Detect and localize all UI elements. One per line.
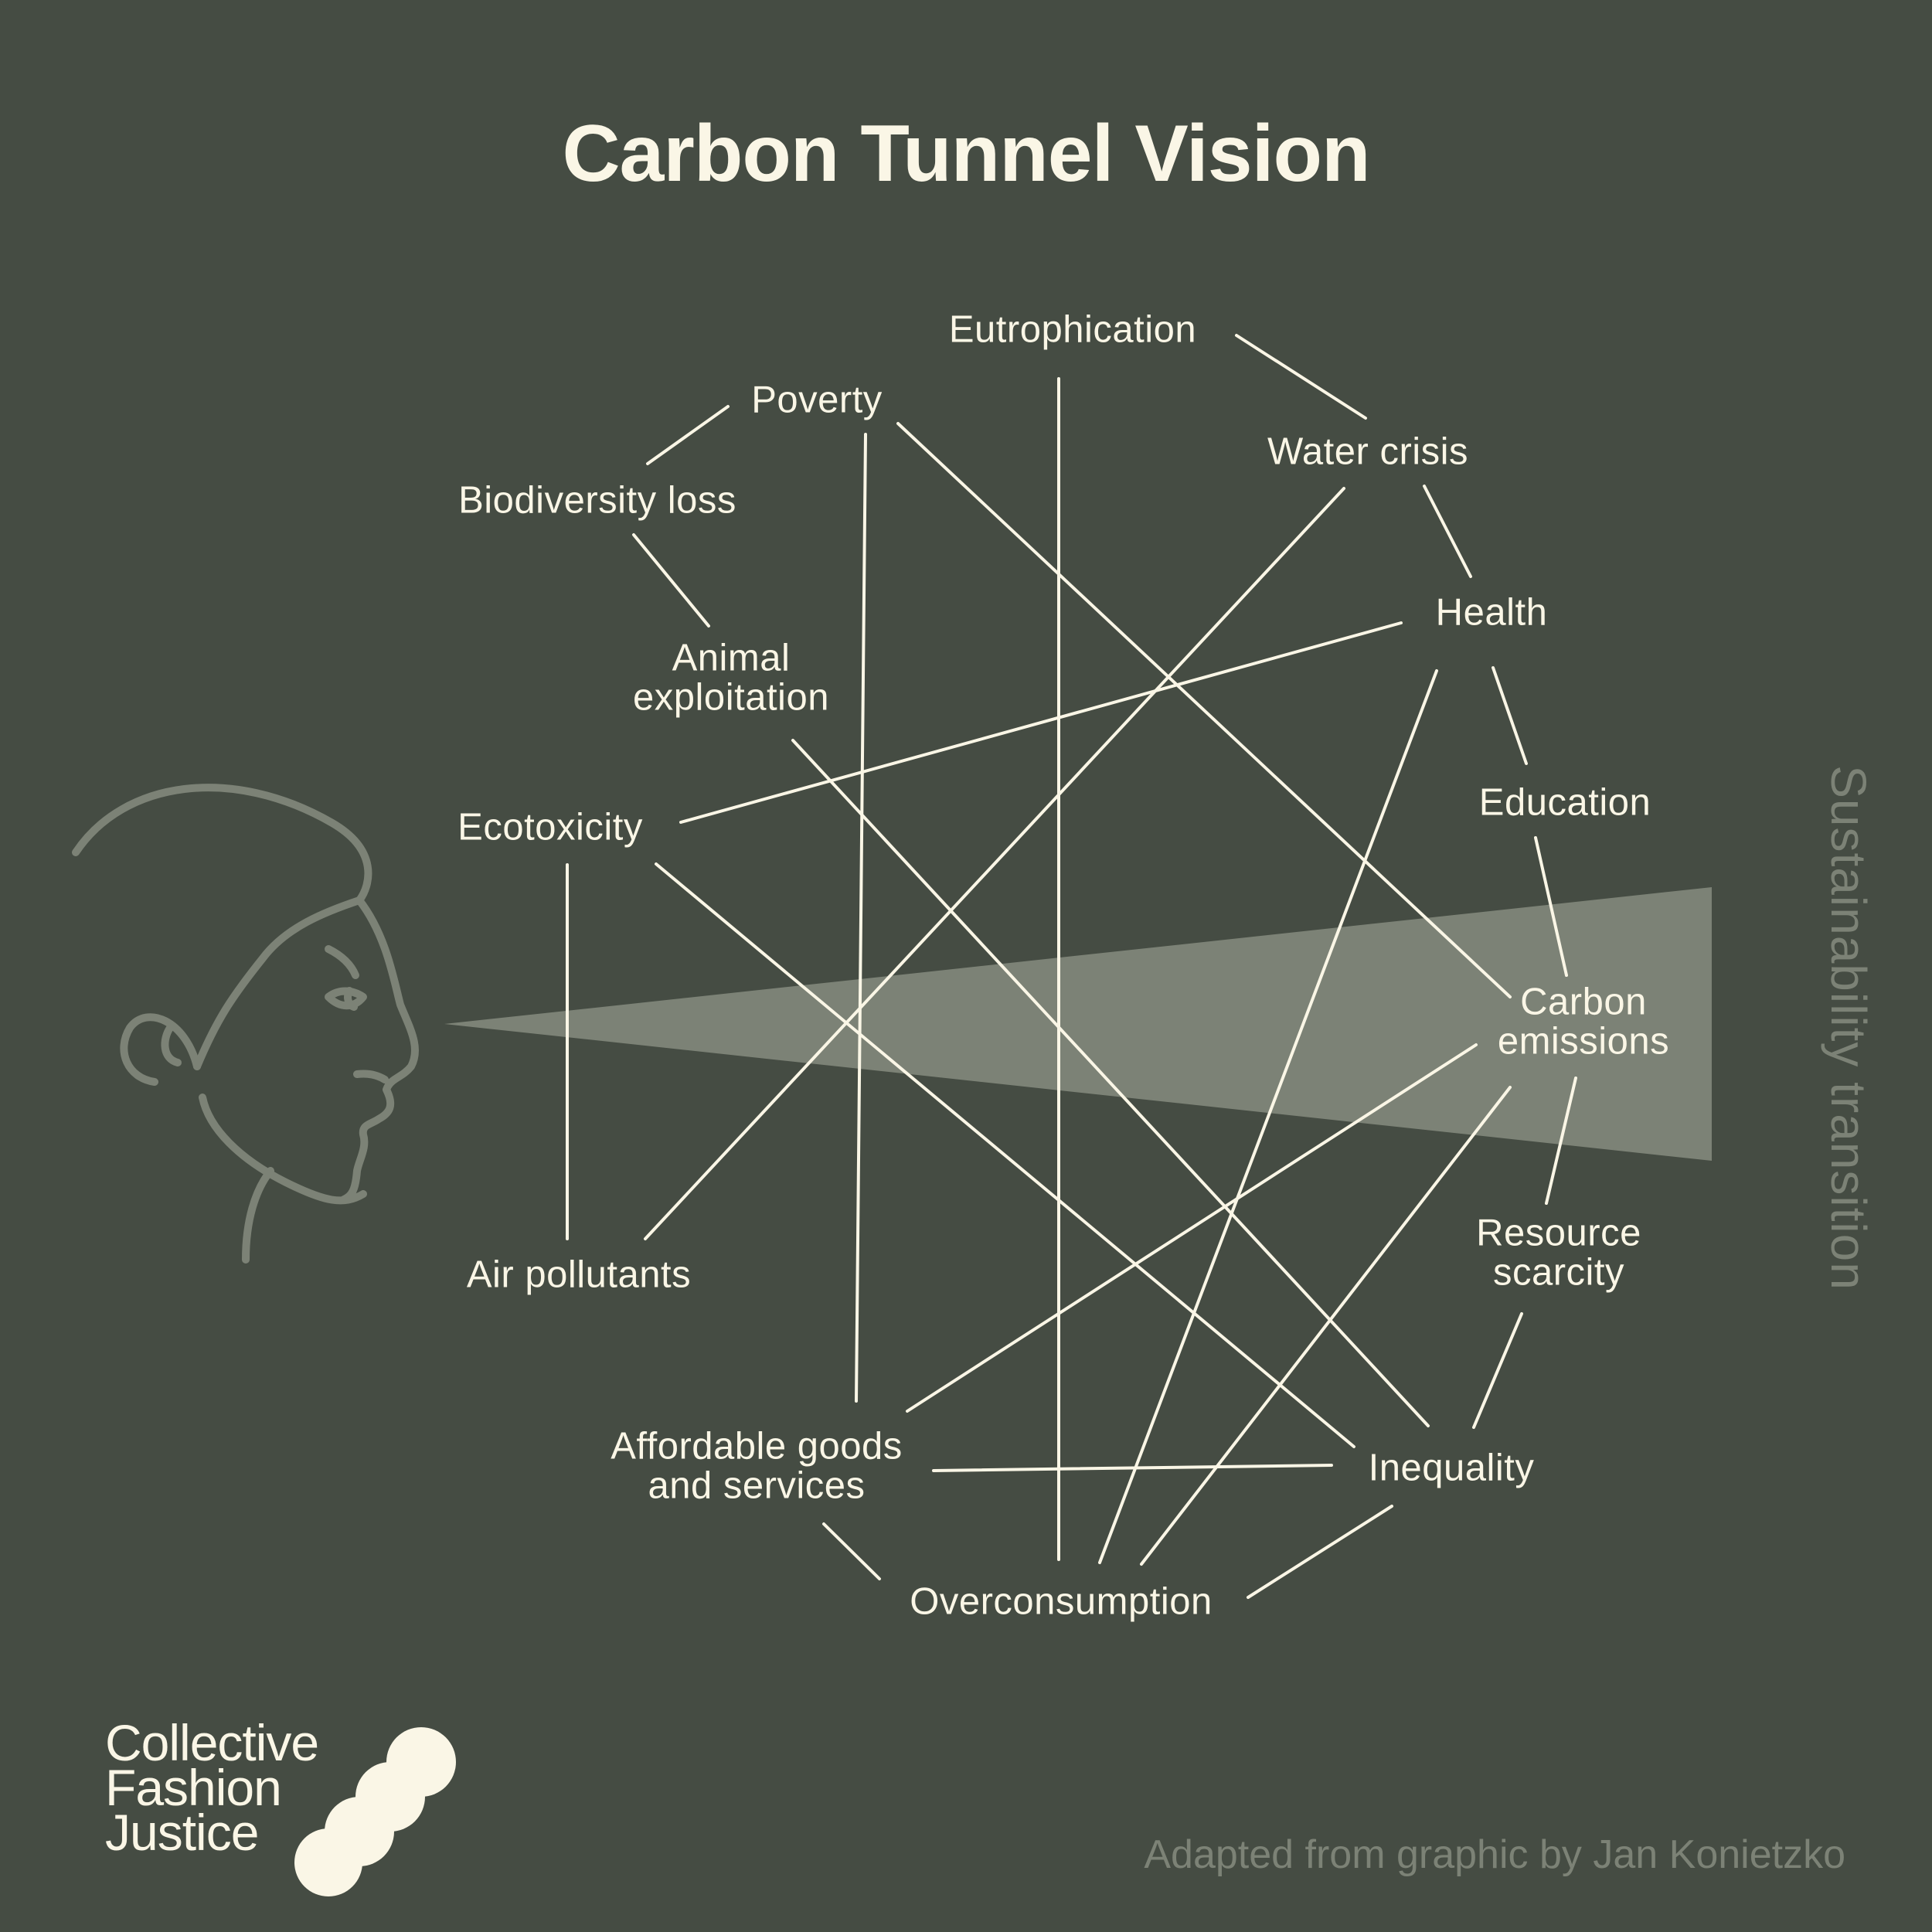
connection-line-3	[1423, 485, 1472, 578]
node-resource: Resource scarcity	[1476, 1212, 1641, 1294]
brand-wordmark: Collective Fashion Justice	[105, 1714, 319, 1862]
node-health: Health	[1435, 591, 1548, 634]
node-biodiversity: Biodiversity loss	[458, 479, 736, 522]
connection-line-1	[646, 405, 730, 465]
connection-line-14	[644, 487, 1345, 1240]
connection-lines	[566, 334, 1577, 1599]
connection-line-21	[1140, 1086, 1512, 1566]
human-head-profile-icon	[72, 784, 419, 1264]
connection-line-17	[791, 739, 1430, 1427]
connection-line-19	[655, 862, 1355, 1448]
brand-line-3: Justice	[105, 1804, 259, 1862]
connection-line-16	[1098, 669, 1438, 1564]
connection-line-9	[1247, 1505, 1393, 1599]
brand-line-2: Fashion	[105, 1759, 282, 1817]
node-overconsumption: Overconsumption	[910, 1580, 1213, 1623]
node-affordable: Affordable goods and services	[611, 1425, 903, 1507]
node-carbon: Carbon emissions	[1497, 981, 1670, 1063]
node-air: Air pollutants	[466, 1253, 692, 1296]
credit-text: Adapted from graphic by Jan Konietzko	[1144, 1832, 1845, 1877]
node-poverty: Poverty	[751, 379, 883, 421]
connection-line-5	[1492, 666, 1528, 765]
connection-line-13	[896, 422, 1512, 998]
node-eutrophication: Eutrophication	[948, 308, 1197, 351]
connection-line-6	[1534, 836, 1568, 977]
connection-line-12	[855, 433, 867, 1403]
node-ecotoxicity: Ecotoxicity	[457, 806, 643, 849]
page-title: Carbon Tunnel Vision	[562, 109, 1370, 199]
connection-line-15	[679, 621, 1403, 824]
connection-line-4	[632, 533, 710, 628]
node-animal: Animal exploitation	[633, 637, 829, 719]
node-water: Water crisis	[1267, 430, 1469, 473]
node-education: Education	[1478, 781, 1651, 824]
side-label: Sustainability transition	[1821, 765, 1876, 1291]
brand-line-1: Collective	[105, 1714, 319, 1771]
connection-line-10	[822, 1522, 881, 1580]
collective-fashion-justice-logo-icon	[294, 1727, 456, 1896]
connection-line-20	[906, 1043, 1478, 1413]
connection-line-8	[1472, 1312, 1523, 1429]
node-inequality: Inequality	[1368, 1447, 1535, 1489]
connection-line-22	[932, 1464, 1333, 1472]
connection-line-2	[1235, 334, 1367, 420]
connection-line-7	[1545, 1077, 1577, 1205]
tunnel-vision-cone	[444, 887, 1712, 1161]
